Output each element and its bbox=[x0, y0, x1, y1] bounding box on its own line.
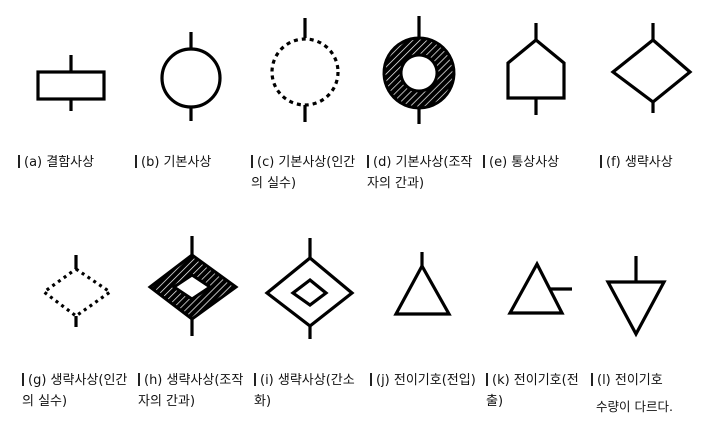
caption-k-transfer-out: (k) 전이기호(전 출) bbox=[486, 373, 579, 409]
caption-d-basic-event-operator-oversight: (d) 기본사상(조작 자의 간과) bbox=[367, 155, 473, 191]
caption-marker bbox=[18, 155, 20, 168]
caption-marker bbox=[370, 373, 372, 386]
caption-marker bbox=[600, 155, 602, 168]
caption-e-normal-event: (e) 통상사상 bbox=[483, 152, 559, 173]
symbol-e-normal-event bbox=[506, 23, 566, 115]
symbol-g-omitted-event-human-error bbox=[41, 255, 113, 327]
caption-c-basic-event-human-error: (c) 기본사상(인간 의 실수) bbox=[251, 155, 356, 191]
symbol-b-basic-event bbox=[160, 32, 222, 121]
caption-marker bbox=[254, 373, 256, 386]
caption-marker bbox=[135, 155, 137, 168]
caption-f-omitted-event: (f) 생략사상 bbox=[600, 152, 673, 173]
symbol-i-omitted-event-simplification bbox=[264, 238, 355, 339]
caption-marker bbox=[138, 373, 140, 386]
symbol-j-transfer-in bbox=[393, 252, 452, 316]
caption-marker bbox=[367, 155, 369, 168]
caption-marker bbox=[483, 155, 485, 168]
symbol-f-omitted-event bbox=[610, 23, 693, 113]
symbol-c-basic-event-human-error bbox=[270, 18, 340, 122]
symbol-d-basic-event-operator-oversight bbox=[382, 16, 456, 124]
caption-l-transfer: (l) 전이기호 bbox=[591, 370, 663, 391]
caption-marker bbox=[251, 155, 253, 168]
symbol-l-transfer bbox=[605, 256, 667, 338]
caption-marker bbox=[591, 373, 593, 386]
caption-j-transfer-in: (j) 전이기호(전입) bbox=[370, 370, 476, 391]
symbol-k-transfer-out bbox=[507, 260, 572, 315]
caption-a-fault-event: (a) 결함사상 bbox=[18, 152, 94, 173]
symbol-h-omitted-event-operator-oversight bbox=[147, 236, 239, 336]
symbol-a-fault-event bbox=[36, 55, 106, 111]
caption-h-omitted-event-operator-oversight: (h) 생략사상(조작 자의 간과) bbox=[138, 373, 244, 409]
caption-l-note: 수량이 다르다. bbox=[596, 399, 673, 414]
caption-b-basic-event: (b) 기본사상 bbox=[135, 152, 211, 173]
caption-marker bbox=[22, 373, 24, 386]
caption-g-omitted-event-human-error: (g) 생략사상(인간 의 실수) bbox=[22, 373, 128, 409]
caption-marker bbox=[486, 373, 488, 386]
caption-i-omitted-event-simplification: (i) 생략사상(간소 화) bbox=[254, 373, 355, 409]
